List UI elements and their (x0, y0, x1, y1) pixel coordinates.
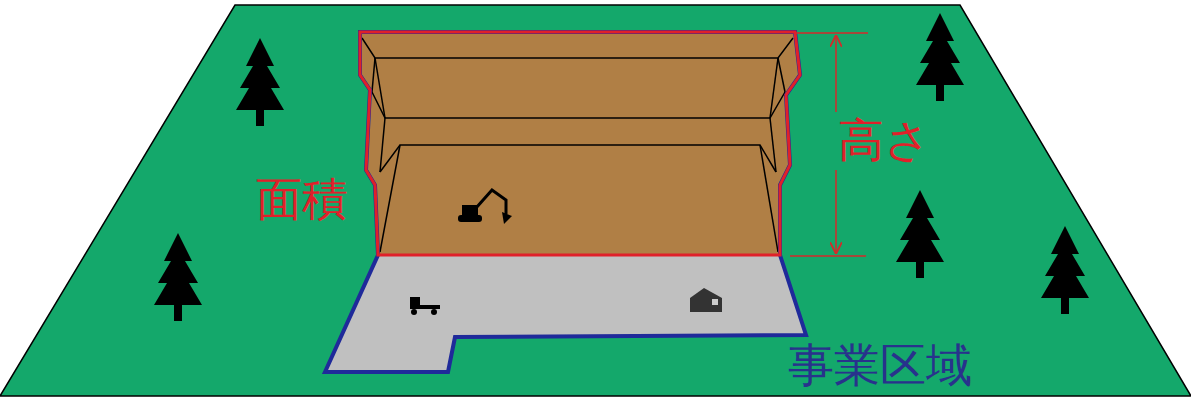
project-area-label: 事業区域 (788, 342, 972, 388)
area-outline (360, 32, 800, 255)
yard (325, 255, 806, 372)
height-label: 高さ (838, 117, 931, 163)
truck-icon (410, 297, 440, 315)
area-label: 面積 (256, 176, 348, 222)
excavation-area (360, 32, 800, 255)
project-boundary (325, 32, 806, 372)
ground (0, 5, 1191, 396)
trees (154, 13, 1089, 321)
terrace-lines (362, 38, 793, 252)
hut-icon (690, 288, 722, 312)
excavator-icon (458, 190, 512, 224)
